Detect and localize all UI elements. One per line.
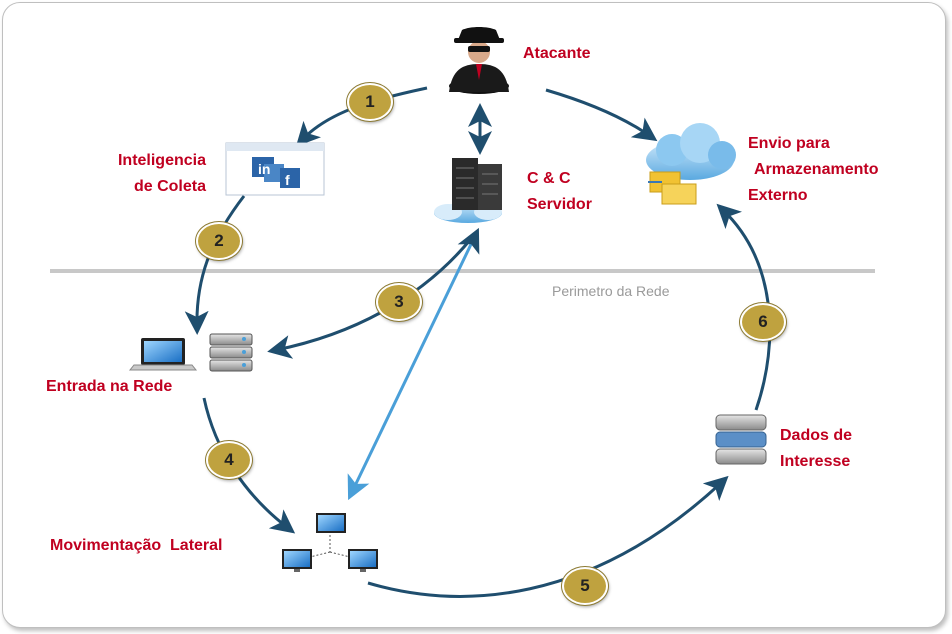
storage-label-line3: Externo: [748, 187, 808, 204]
arrow-cc-lateral: [347, 227, 480, 501]
server-rack-icon: [434, 158, 502, 223]
step-badge-2: 2: [196, 222, 242, 260]
intel-label-line1: Inteligencia: [117, 152, 206, 169]
step-badge-3: 3: [376, 283, 422, 321]
arrow-step-2: [184, 195, 246, 335]
cc-label-line2: Servidor: [527, 196, 592, 213]
arrow-exfil: [545, 88, 658, 142]
svg-text:f: f: [285, 172, 290, 188]
cc-label: C & C Servidor: [527, 166, 592, 218]
laptop-icon: [128, 338, 198, 371]
entry-label: Entrada na Rede: [46, 378, 173, 395]
arrow-step-5: [367, 475, 729, 598]
arrow-step-3: [267, 239, 472, 359]
perimeter-label: Perimetro da Rede: [552, 283, 670, 299]
arrow-step-6: [716, 203, 772, 411]
server-stack-icon: [209, 333, 253, 372]
database-icon: [715, 414, 767, 465]
intel-label: Inteligencia de Coleta: [100, 148, 206, 200]
attacker-label: Atacante: [523, 45, 591, 62]
data-label: Dados de Interesse: [780, 423, 852, 475]
browser-social-icon: in f: [225, 142, 325, 196]
svg-text:in: in: [258, 161, 270, 177]
cloud-storage-icon: [646, 123, 736, 205]
data-label-line2: Interesse: [780, 453, 851, 470]
step-badge-5: 5: [562, 567, 608, 605]
lateral-label: Movimentação Lateral: [50, 537, 223, 554]
step-badge-6: 6: [740, 303, 786, 341]
cc-label-line1: C & C: [527, 170, 571, 187]
storage-label-line2: Armazenamento: [754, 161, 879, 178]
storage-label: Envio para Armazenamento Externo: [748, 131, 878, 209]
step-badge-4: 4: [206, 441, 252, 479]
data-label-line1: Dados de: [780, 427, 853, 444]
storage-label-line1: Envio para: [748, 135, 830, 152]
spy-icon: [449, 27, 509, 94]
network-computers-icon: [282, 513, 378, 572]
step-badge-1: 1: [347, 83, 393, 121]
intel-label-line2: de Coleta: [133, 178, 206, 195]
